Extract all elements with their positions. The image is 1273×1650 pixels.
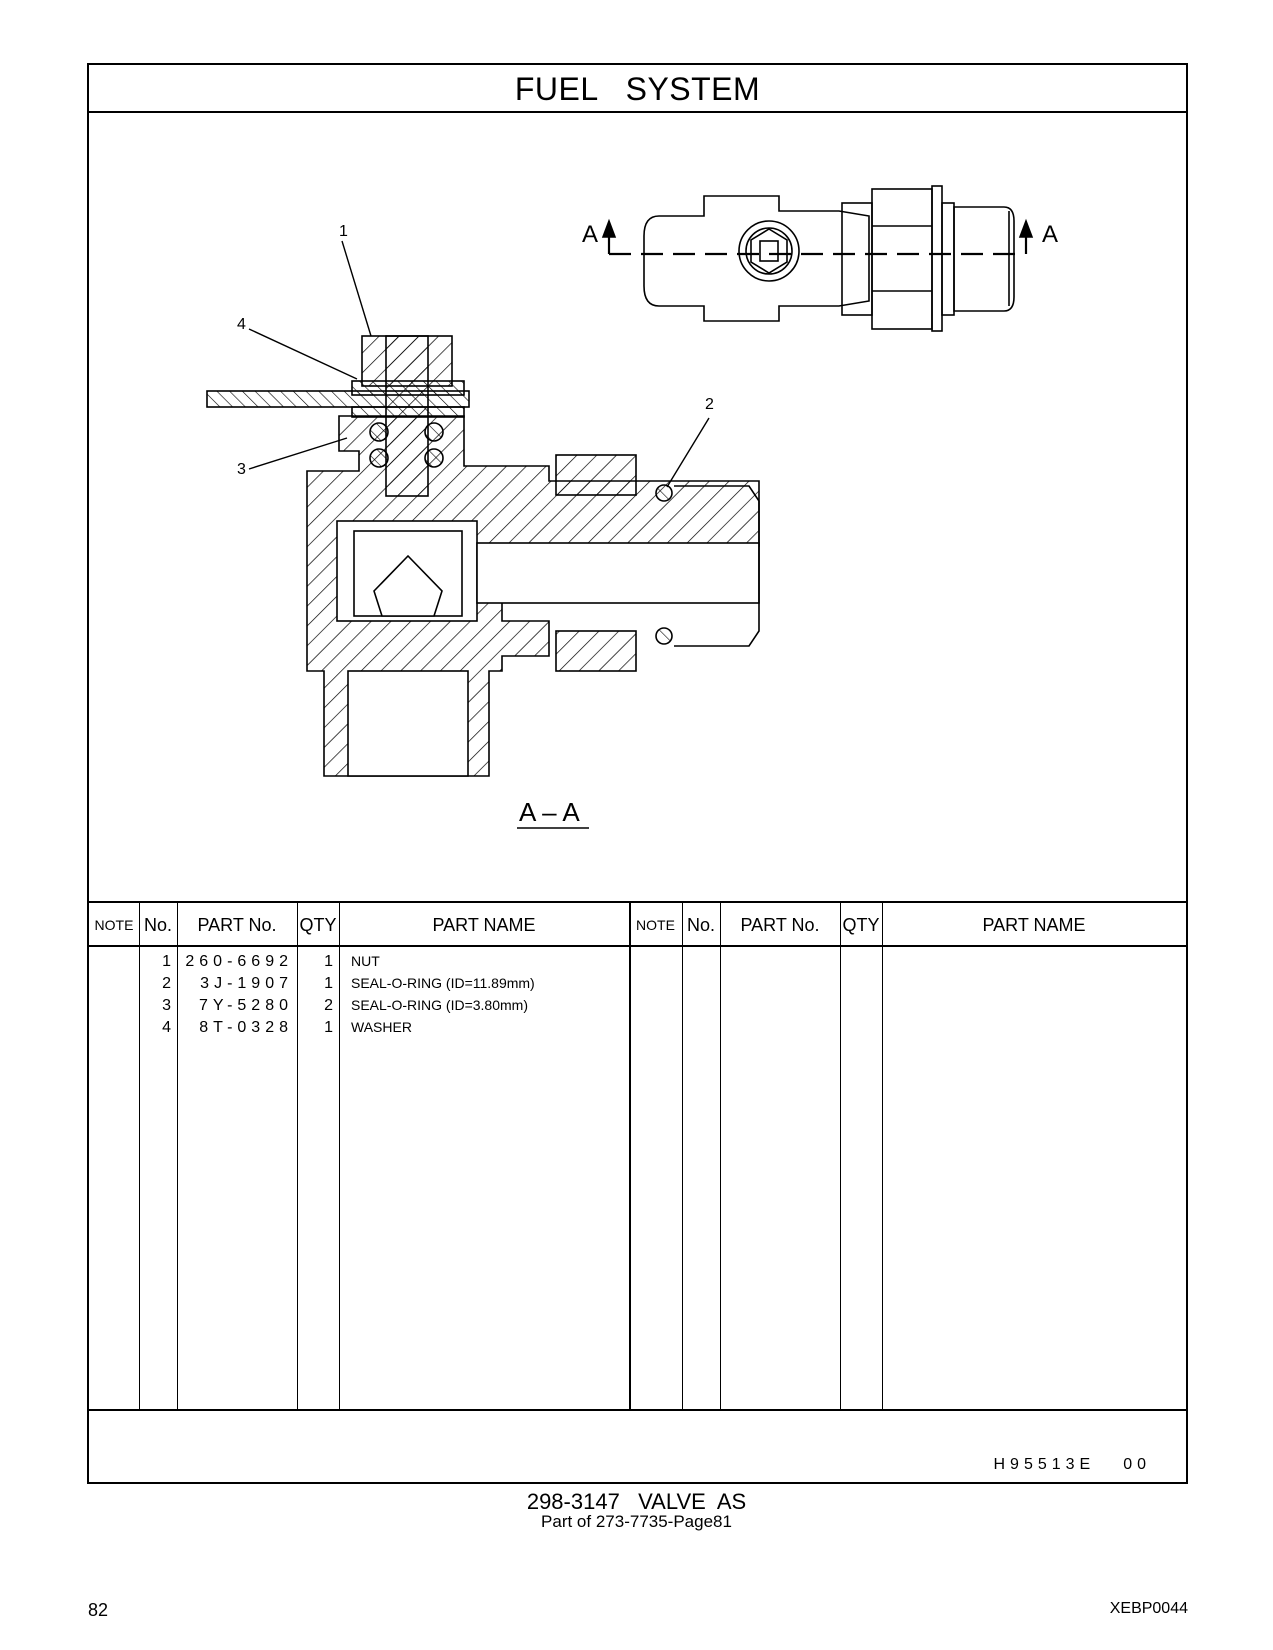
column-divider: [882, 901, 883, 1409]
valve-section-drawing: 1 2 3 4 A A A – A: [206, 185, 1058, 829]
exploded-drawing: 1 2 3 4 A A A – A: [89, 111, 1186, 901]
illustration-revision: 00: [1123, 1456, 1151, 1473]
assembly-title: 298-3147 VALVE AS: [526, 1489, 747, 1514]
header-no-left: No.: [143, 915, 172, 935]
row-qty: 1: [324, 953, 333, 970]
illustration-code: H95513E 00: [993, 1456, 1151, 1474]
column-divider: [177, 901, 178, 1409]
column-divider: [682, 901, 683, 1409]
assembly-parent-reference: Part of 273-7735-Page81: [541, 1512, 732, 1531]
row-qty: 1: [324, 975, 333, 992]
callout-4: 4: [237, 316, 246, 333]
section-label: A – A: [519, 797, 580, 827]
column-divider: [840, 901, 841, 1409]
row-part-no: 8T-0328: [199, 1019, 293, 1036]
header-note-left: NOTE: [94, 917, 134, 933]
top-view: [601, 185, 1034, 332]
column-divider: [139, 901, 140, 1409]
header-no-right: No.: [686, 915, 715, 935]
row-part-name: WASHER: [351, 1019, 412, 1035]
row-qty: 1: [324, 1019, 333, 1036]
parts-table-header: NOTE No. PART No. QTY PART NAME NOTE No.…: [89, 901, 1186, 947]
column-divider: [629, 901, 631, 1409]
table-footer-divider: [89, 1409, 1186, 1411]
callout-2: 2: [705, 396, 714, 413]
row-no: 2: [162, 975, 171, 992]
column-divider: [339, 901, 340, 1409]
row-qty: 2: [324, 997, 333, 1014]
header-qty-left: QTY: [299, 915, 337, 935]
callout-leaders: [248, 240, 710, 488]
callout-1: 1: [339, 223, 348, 240]
row-part-name: NUT: [351, 953, 380, 969]
document-id: XEBP0044: [1109, 1600, 1188, 1617]
row-part-no: 7Y-5280: [198, 997, 293, 1014]
cross-section-view: [206, 335, 760, 777]
callout-3: 3: [237, 461, 246, 478]
header-partno-left: PART No.: [197, 915, 277, 935]
column-divider: [297, 901, 298, 1409]
row-part-no: 260-6692: [185, 953, 293, 970]
header-partname-left: PART NAME: [432, 915, 536, 935]
row-no: 4: [162, 1019, 171, 1036]
row-no: 1: [162, 953, 171, 970]
header-partname-right: PART NAME: [982, 915, 1086, 935]
section-marker-left: A: [582, 221, 598, 248]
row-part-name: SEAL-O-RING (ID=3.80mm): [351, 997, 528, 1013]
section-marker-right: A: [1042, 221, 1058, 248]
row-part-name: SEAL-O-RING (ID=11.89mm): [351, 975, 535, 991]
illustration-number: H95513E: [993, 1456, 1096, 1473]
row-part-no: 3J-1907: [200, 975, 293, 992]
page-title: FUEL SYSTEM: [89, 65, 1186, 113]
header-note-right: NOTE: [636, 917, 675, 933]
column-divider: [720, 901, 721, 1409]
header-partno-right: PART No.: [740, 915, 820, 935]
parts-page-frame: FUEL SYSTEM: [87, 63, 1188, 1484]
header-qty-right: QTY: [842, 915, 880, 935]
row-no: 3: [162, 997, 171, 1014]
page-number: 82: [88, 1600, 109, 1620]
